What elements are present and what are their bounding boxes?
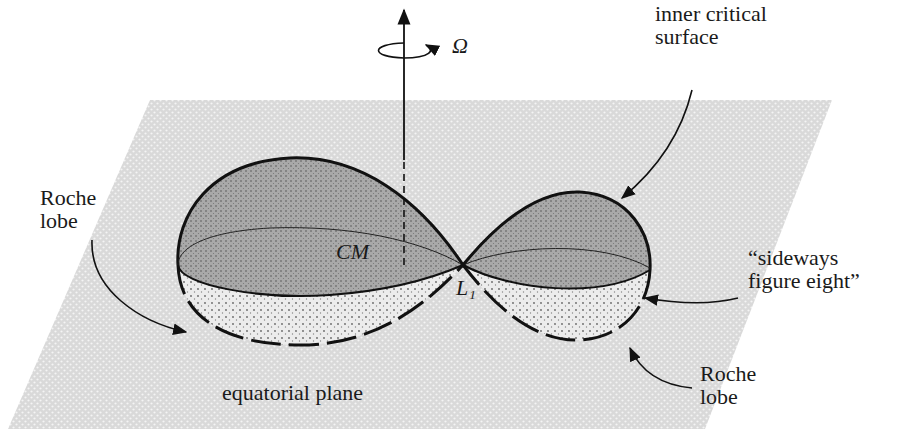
left-roche-lobe — [178, 158, 463, 345]
omega-label: Ω — [452, 34, 492, 57]
lagrange-point-label: L₁ — [456, 276, 496, 299]
right-roche-lobe — [463, 192, 650, 340]
center-of-mass-label: CM — [336, 240, 386, 263]
leader-lines — [92, 90, 738, 388]
roche-lobe-label: Roche lobe — [700, 362, 795, 408]
roche-lobe-label: Roche lobe — [40, 186, 130, 232]
equatorial-plane-label: equatorial plane — [222, 381, 442, 404]
equatorial-plane — [8, 100, 832, 429]
figure-eight-label: “sideways figure eight” — [748, 246, 893, 292]
surface-label: inner critical surface — [655, 2, 775, 48]
